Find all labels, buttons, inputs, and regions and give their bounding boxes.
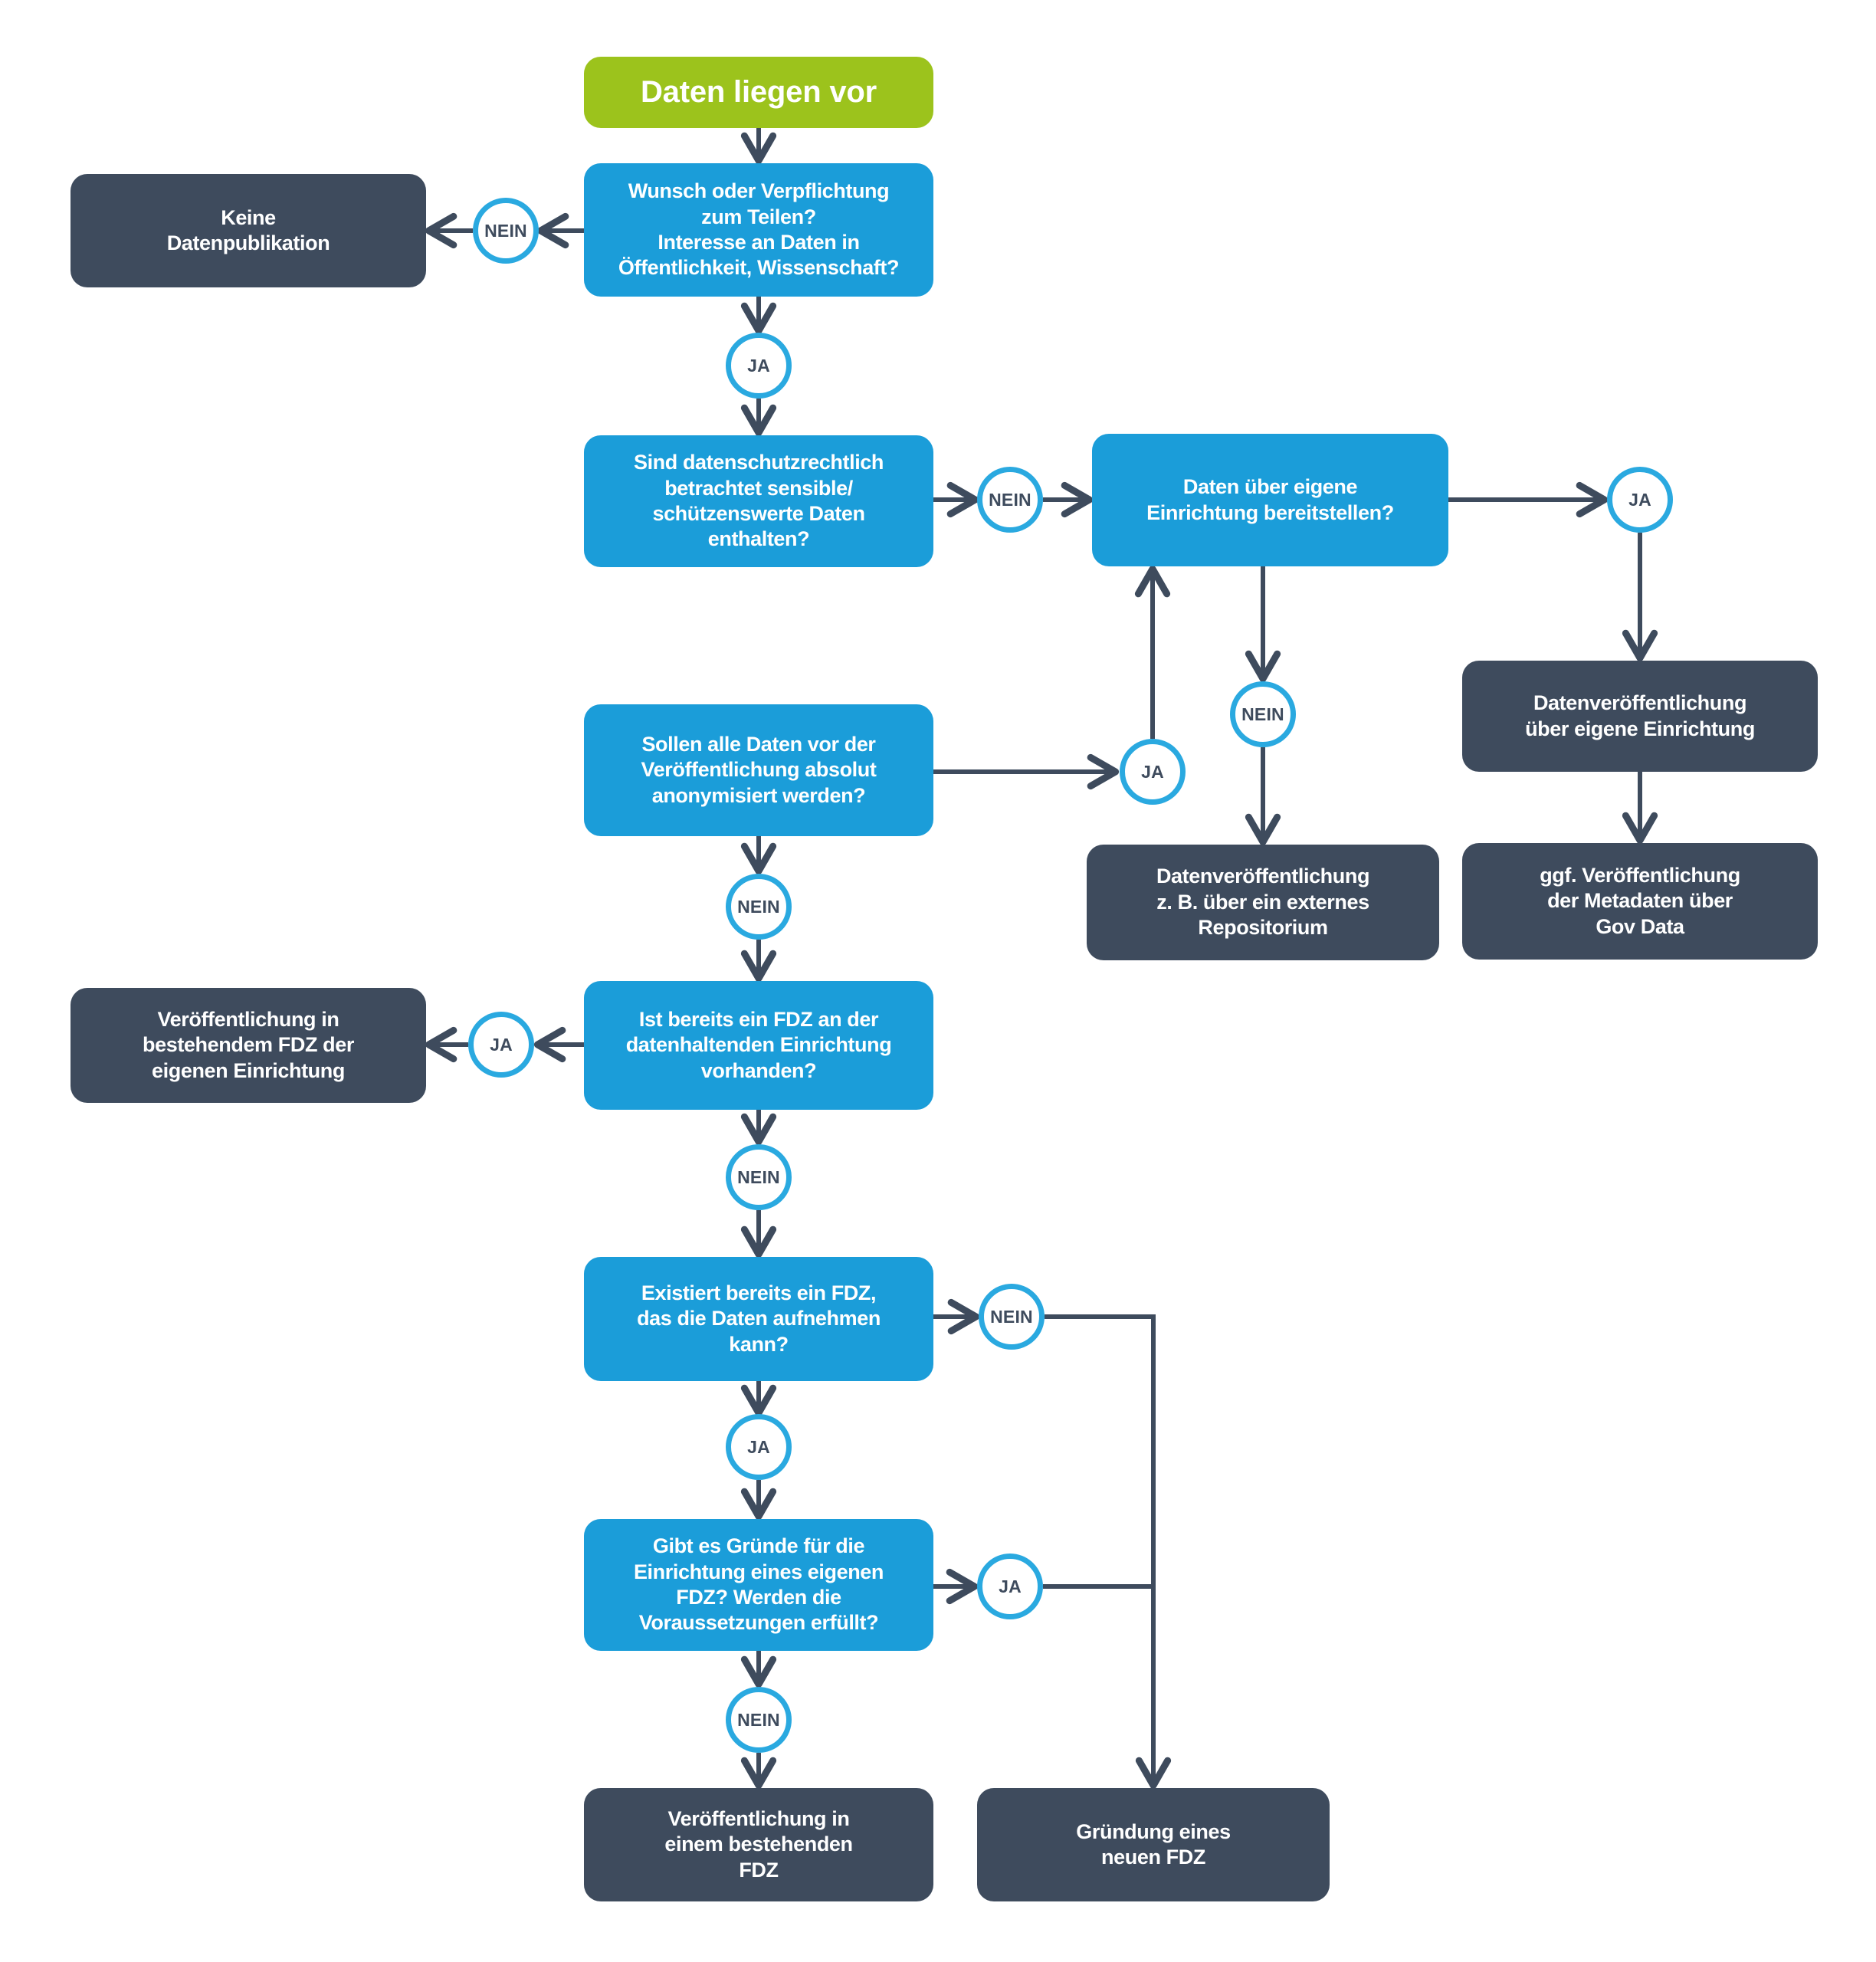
badge-nein-fdz-at-institution: NEIN: [726, 1144, 792, 1210]
start-node: Daten liegen vor: [584, 57, 933, 128]
badge-ja-fdz-exists: JA: [726, 1414, 792, 1480]
question-share: Wunsch oder Verpflichtung zum Teilen? In…: [584, 163, 933, 297]
question-fdz-exists: Existiert bereits ein FDZ, das die Daten…: [584, 1257, 933, 1381]
terminal-existing-fdz-own-institution: Veröffentlichung in bestehendem FDZ der …: [71, 988, 426, 1103]
terminal-existing-fdz: Veröffentlichung in einem bestehenden FD…: [584, 1788, 933, 1901]
badge-ja-reasons-new-fdz: JA: [977, 1554, 1043, 1619]
badge-nein-fdz-exists: NEIN: [979, 1284, 1045, 1350]
terminal-govdata-metadata: ggf. Veröffentlichung der Metadaten über…: [1462, 843, 1818, 960]
badge-nein-reasons-new-fdz: NEIN: [726, 1687, 792, 1753]
badge-nein-own-institution: NEIN: [1230, 681, 1296, 747]
badge-ja-anonymised: JA: [1120, 739, 1186, 805]
terminal-external-repository: Datenveröffentlichung z. B. über ein ext…: [1087, 845, 1439, 960]
question-anonymised: Sollen alle Daten vor der Veröffentlichu…: [584, 704, 933, 836]
question-reasons-new-fdz: Gibt es Gründe für die Einrichtung eines…: [584, 1519, 933, 1651]
badge-nein-sensitive: NEIN: [977, 467, 1043, 533]
terminal-new-fdz: Gründung eines neuen FDZ: [977, 1788, 1330, 1901]
badge-ja-own-institution: JA: [1607, 467, 1673, 533]
question-own-institution: Daten über eigene Einrichtung bereitstel…: [1092, 434, 1448, 566]
question-sensitive-data: Sind datenschutzrechtlich betrachtet sen…: [584, 435, 933, 567]
badge-ja-share: JA: [726, 333, 792, 399]
badge-nein-anonymised: NEIN: [726, 874, 792, 940]
edge-nein6-to-newfdz: [1045, 1314, 1172, 1790]
badge-ja-fdz-at-institution: JA: [468, 1012, 534, 1078]
question-fdz-at-institution: Ist bereits ein FDZ an der datenhaltende…: [584, 981, 933, 1110]
terminal-publish-own-institution: Datenveröffentlichung über eigene Einric…: [1462, 661, 1818, 772]
terminal-no-publication: Keine Datenpublikation: [71, 174, 426, 287]
badge-nein-share: NEIN: [473, 198, 539, 264]
